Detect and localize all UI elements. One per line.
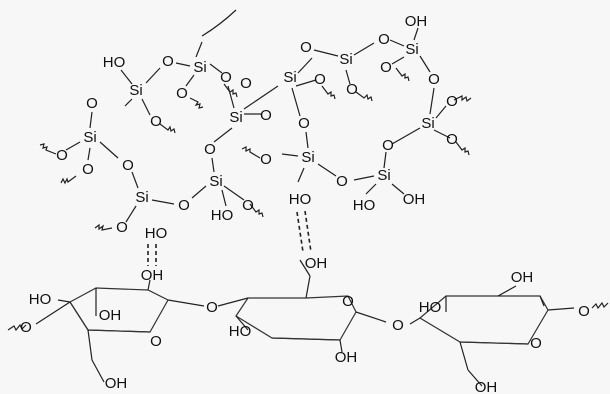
- hydroxyl-label: HO: [353, 197, 376, 214]
- o-atom: O: [446, 93, 458, 110]
- silica-atoms: Si Si Si Si Si Si Si Si Si Si Si Si O O …: [56, 13, 458, 242]
- hydroxyl-label: OH: [403, 191, 426, 208]
- si-atom: Si: [301, 149, 314, 166]
- o-atom: O: [342, 293, 354, 310]
- si-atom: Si: [405, 41, 418, 58]
- si-atom: Si: [83, 129, 96, 146]
- o-atom: O: [204, 141, 216, 158]
- o-atom: O: [116, 219, 128, 236]
- o-atom: O: [378, 31, 390, 48]
- hydroxyl-label: OH: [405, 13, 428, 30]
- si-atom: Si: [283, 69, 296, 86]
- o-atom: O: [206, 299, 218, 316]
- o-atom: O: [178, 197, 190, 214]
- o-atom: O: [392, 317, 404, 334]
- hydroxyl-label: OH: [511, 269, 534, 286]
- hydroxyl-label: OH: [335, 349, 358, 366]
- hydroxyl-label: HO: [103, 54, 126, 71]
- si-atom: Si: [129, 82, 142, 99]
- o-atom: O: [242, 197, 254, 214]
- o-atom: O: [300, 39, 312, 56]
- o-atom: O: [260, 107, 272, 124]
- hydroxyl-label: OH: [105, 375, 128, 392]
- o-atom: O: [380, 59, 392, 76]
- o-atom: O: [86, 95, 98, 112]
- hydroxyl-label: HO: [419, 299, 442, 316]
- o-atom: O: [428, 71, 440, 88]
- o-atom: O: [240, 75, 252, 92]
- o-atom: O: [20, 319, 32, 336]
- o-atom: O: [150, 333, 162, 350]
- si-atom: Si: [377, 167, 390, 184]
- si-atom: Si: [229, 109, 242, 126]
- hydroxyl-label: OH: [141, 267, 164, 284]
- o-atom: O: [298, 115, 310, 132]
- silica-bonds: [65, 9, 451, 223]
- hydroxyl-label: HO: [145, 225, 168, 242]
- si-atom: Si: [193, 59, 206, 76]
- si-atom: Si: [339, 51, 352, 68]
- si-atom: Si: [209, 173, 222, 190]
- o-atom: O: [578, 303, 590, 320]
- o-atom: O: [220, 69, 232, 86]
- hydroxyl-label: OH: [99, 307, 122, 324]
- o-atom: O: [446, 131, 458, 148]
- o-atom: O: [530, 335, 542, 352]
- o-atom: O: [314, 71, 326, 88]
- o-atom: O: [162, 53, 174, 70]
- o-atom: O: [346, 81, 358, 98]
- o-atom: O: [122, 157, 134, 174]
- hydroxyl-label: HO: [211, 207, 234, 224]
- hydroxyl-label: OH: [305, 255, 328, 272]
- si-atom: Si: [135, 189, 148, 206]
- hydroxyl-label: HO: [229, 323, 252, 340]
- o-atom: O: [56, 147, 68, 164]
- hydroxyl-label: HO: [29, 291, 52, 308]
- o-atom: O: [382, 137, 394, 154]
- cellulose-chain: OH HO O OH O OH O OH O HO OH O HO OH O O…: [7, 255, 609, 394]
- o-atom: O: [150, 113, 162, 130]
- hydroxyl-label: OH: [475, 379, 498, 394]
- hydrogen-bonds: [147, 210, 312, 266]
- hydroxyl-label: HO: [289, 191, 312, 208]
- o-atom: O: [82, 161, 94, 178]
- o-atom: O: [176, 85, 188, 102]
- methyl-groups: [39, 67, 472, 231]
- o-atom: O: [260, 151, 272, 168]
- o-atom: O: [336, 173, 348, 190]
- si-atom: Si: [421, 115, 434, 132]
